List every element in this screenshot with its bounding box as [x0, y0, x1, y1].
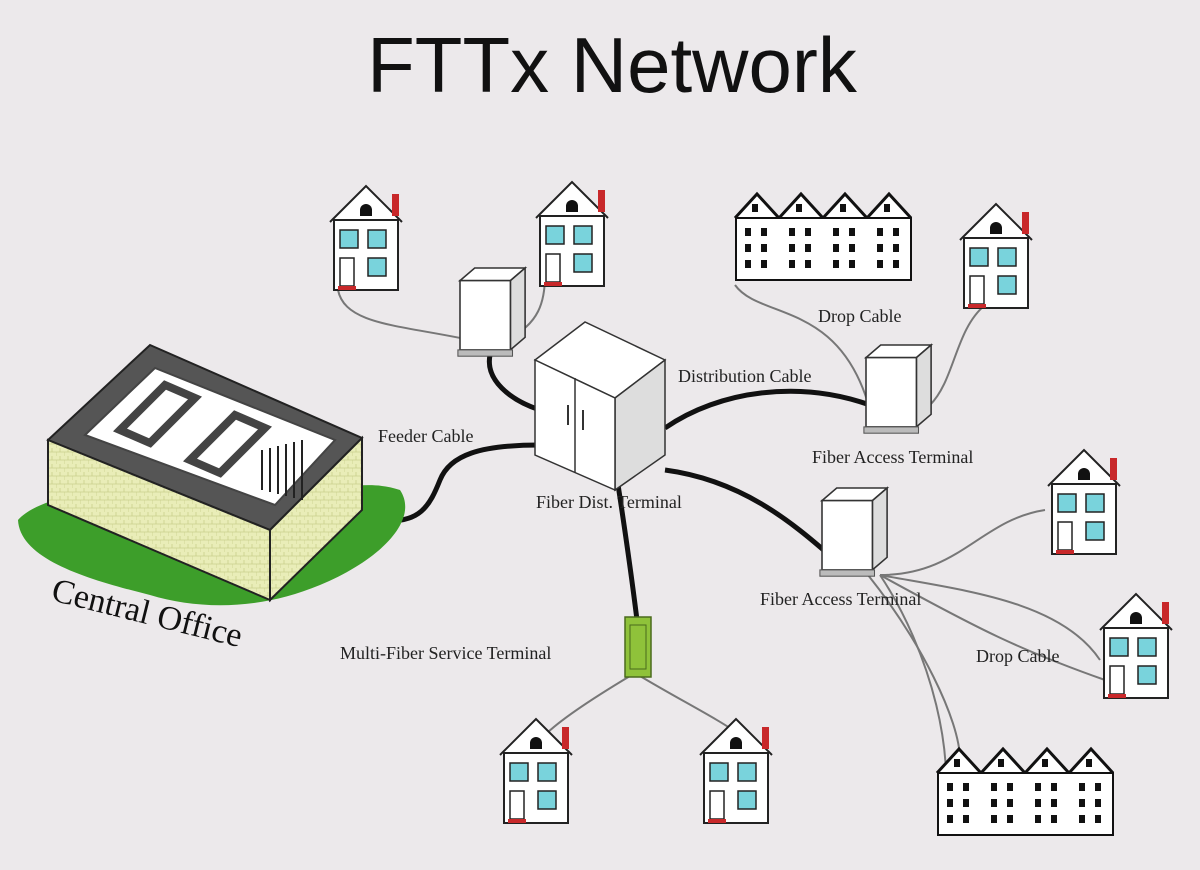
- house-bottom-right: [699, 718, 773, 824]
- drop-cable-label-right: Drop Cable: [976, 646, 1059, 666]
- drop-cable-label-top: Drop Cable: [818, 306, 901, 326]
- fiber-access-terminal-lower: [819, 487, 888, 577]
- central-office-building: [18, 343, 406, 606]
- house-top-middle: [535, 181, 609, 287]
- feeder-cable-label: Feeder Cable: [378, 426, 473, 446]
- house-right-upper: [1047, 449, 1121, 555]
- fiber-dist-terminal-label: Fiber Dist. Terminal: [536, 492, 682, 512]
- rowhouse-top: [733, 192, 913, 282]
- fiber-dist-terminal: [533, 321, 667, 492]
- feeder-distribution-cables: [379, 354, 871, 621]
- diagram-title: FTTx Network: [367, 21, 858, 109]
- multi-fiber-service-terminal: [624, 616, 652, 678]
- house-top-right: [959, 203, 1033, 309]
- house-right-lower: [1099, 593, 1173, 699]
- fiber-access-terminal-small: [457, 267, 526, 357]
- fiber-access-terminal-upper: [863, 344, 932, 434]
- mfst-label: Multi-Fiber Service Terminal: [340, 643, 551, 663]
- rowhouse-bottom: [935, 747, 1115, 837]
- fiber-access-terminal-label-lower: Fiber Access Terminal: [760, 589, 921, 609]
- drop-cables: [337, 274, 1106, 836]
- distribution-cable-label: Distribution Cable: [678, 366, 812, 386]
- fiber-access-terminal-label-upper: Fiber Access Terminal: [812, 447, 973, 467]
- house-top-left: [329, 185, 403, 291]
- house-bottom-left: [499, 718, 573, 824]
